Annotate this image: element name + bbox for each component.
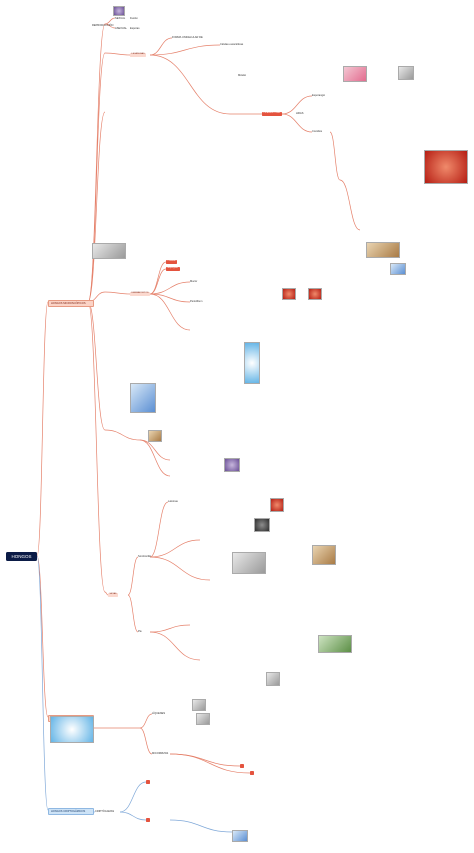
connector — [149, 293, 191, 331]
connector — [149, 556, 211, 581]
node-micorrizas[interactable]: MICORRIZAS — [152, 752, 169, 755]
connector — [169, 753, 241, 767]
connector — [281, 95, 313, 115]
dark-mushroom-photo — [254, 518, 270, 532]
connector — [36, 555, 49, 718]
node-laminas: Láminas — [168, 500, 178, 503]
connector — [149, 631, 201, 661]
yeast-photo — [224, 458, 240, 472]
connector — [87, 111, 106, 303]
connector — [119, 781, 147, 813]
connector — [139, 713, 153, 729]
node-crypto-tag-1[interactable] — [146, 780, 150, 784]
node-esporas: Esporas — [130, 27, 140, 30]
connector — [139, 727, 153, 755]
node-forma-unicelular: FORMA UNICELULAR DE — [172, 36, 203, 39]
connector — [104, 429, 141, 441]
node-celulas: Células eucarióticas — [220, 43, 244, 46]
connector — [127, 594, 139, 633]
connector — [87, 52, 106, 303]
connector — [87, 301, 106, 431]
connector — [149, 624, 191, 633]
connector — [339, 179, 361, 231]
node-asexual[interactable]: ASEXUAL — [115, 27, 127, 30]
connector — [139, 439, 171, 461]
connector — [329, 131, 341, 181]
node-levaduras[interactable]: LEVADURAS — [130, 53, 147, 57]
node-hifas: HIFAS — [296, 112, 304, 115]
node-crypto-tag-2[interactable] — [146, 818, 150, 822]
connector — [281, 113, 313, 133]
connector — [149, 281, 191, 295]
mushroom-diagram — [244, 342, 260, 384]
node-liquenes[interactable]: LÍQUENES — [152, 712, 166, 715]
tan-texture-photo — [312, 545, 336, 565]
connector — [149, 501, 169, 558]
lichen-photo — [192, 699, 206, 711]
connector — [149, 268, 167, 295]
node-red-tag-2[interactable] — [250, 771, 254, 775]
connector — [149, 293, 191, 303]
spore-image — [113, 6, 125, 16]
node-penicillium: Penicillium — [190, 300, 203, 303]
node-red-tag-1[interactable] — [240, 764, 244, 768]
connector — [127, 556, 139, 596]
node-conidios: Conidios — [312, 130, 323, 133]
node-esporangio: Esporangio — [312, 94, 326, 97]
node-sexual[interactable]: SEXUAL — [115, 17, 126, 20]
red-culture-2 — [308, 288, 322, 300]
blue-photo — [232, 830, 248, 842]
microscope-photo — [390, 263, 406, 275]
node-filamentosas[interactable]: FILAMENTOSAS — [262, 112, 282, 116]
orange-fungus-photo — [196, 713, 210, 725]
spore-photo — [148, 430, 162, 442]
connector — [149, 539, 201, 558]
node-fusion: Fusión — [130, 17, 138, 20]
lichen-diagram — [232, 552, 266, 574]
node-aspergillus[interactable]: Aspergillus — [166, 267, 180, 271]
diagram-thumbnail — [92, 243, 126, 259]
red-mushroom-photo — [270, 498, 284, 512]
branch-cryptogamic[interactable]: HONGOS CRIPTOGÁMICOS — [48, 808, 94, 815]
red-culture-1 — [282, 288, 296, 300]
forest-floor-photo — [318, 635, 352, 653]
connector — [139, 439, 171, 477]
connector — [149, 44, 221, 56]
connector — [104, 591, 109, 596]
node-candida[interactable]: Candida — [166, 260, 178, 264]
connector — [104, 23, 116, 29]
connector — [169, 753, 251, 774]
connector — [87, 23, 106, 303]
connector — [169, 819, 233, 833]
node-mucor: Mucor — [190, 280, 198, 283]
node-reproduccion[interactable]: REPRODUCCIÓN — [92, 24, 114, 27]
mold-photo — [366, 242, 400, 258]
fungus-photo-2 — [398, 66, 414, 80]
connector — [149, 261, 167, 295]
node-sombrerillo: Sombrerillo — [138, 555, 152, 558]
connector — [149, 37, 173, 56]
macro-mushroom-photo — [50, 716, 94, 743]
node-micelio: Micelio — [238, 74, 247, 77]
connector — [119, 811, 147, 821]
petri-dish-photo — [424, 150, 468, 184]
connector — [104, 291, 131, 295]
connector — [36, 301, 49, 557]
gray-photo — [266, 672, 280, 686]
fungus-photo-1 — [343, 66, 367, 82]
node-dermatofitos[interactable]: DERMATOFITOS — [130, 292, 151, 296]
node-pie: Pie — [138, 630, 142, 633]
hyphae-illustration — [130, 383, 156, 413]
node-setas[interactable]: SETAS — [108, 593, 119, 597]
root-node[interactable]: HONGOS — [6, 552, 37, 561]
connector — [149, 54, 231, 115]
branch-microscopic[interactable]: HONGOS MICROSCÓPICOS — [48, 300, 94, 307]
connector — [87, 301, 106, 593]
connector — [36, 555, 49, 811]
node-criptogamas[interactable]: CRIPTÓGAMAS — [95, 810, 115, 813]
connector — [104, 52, 131, 56]
